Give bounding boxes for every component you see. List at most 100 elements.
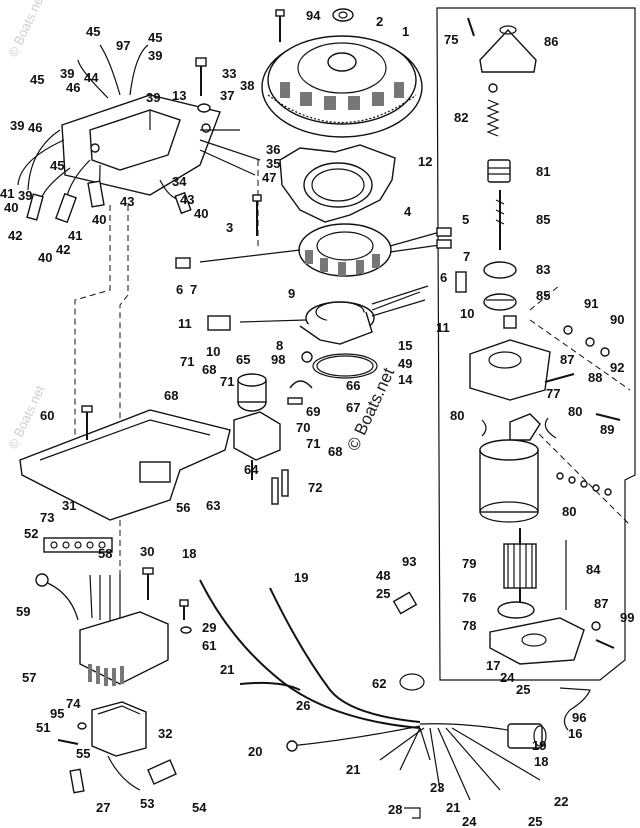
brush-holder-80[interactable] (481, 413, 557, 441)
callout-14: 14 (398, 372, 413, 387)
callout-23: 23 (430, 780, 444, 795)
callout-60: 60 (40, 408, 54, 423)
callout-95: 95 (50, 706, 64, 721)
callout-68a: 68 (328, 444, 342, 459)
stop-83[interactable] (483, 261, 517, 279)
spring-82[interactable] (486, 83, 500, 137)
screw-89[interactable] (595, 413, 621, 421)
armature-79[interactable] (503, 528, 537, 612)
spark-plug-boots[interactable] (26, 180, 192, 224)
wiring-harness[interactable] (199, 579, 541, 801)
callout-68b: 68 (202, 362, 216, 377)
callout-20: 20 (248, 744, 262, 759)
callout-39e: 39 (18, 188, 32, 203)
harness-connector-16[interactable] (507, 723, 547, 749)
callout-25c: 25 (376, 586, 390, 601)
voltage-regulator[interactable] (79, 611, 169, 686)
pinion-81[interactable] (487, 159, 511, 183)
starter-cap[interactable] (479, 25, 537, 73)
fuse-holder-48[interactable] (392, 591, 418, 615)
callout-73: 73 (40, 510, 54, 525)
retaining-ring[interactable] (312, 353, 378, 379)
bolt-99[interactable] (595, 639, 615, 649)
washer-61[interactable] (180, 626, 192, 634)
flywheel[interactable] (261, 35, 423, 138)
callout-74: 74 (66, 696, 81, 711)
clip-62[interactable] (399, 673, 425, 691)
callout-45a: 45 (86, 24, 100, 39)
starter-frame[interactable] (479, 439, 539, 523)
callout-62: 62 (372, 676, 386, 691)
callout-80b: 80 (568, 404, 582, 419)
bolt-60[interactable] (81, 405, 93, 440)
stator-connectors[interactable] (175, 227, 452, 269)
ignition-coil[interactable] (233, 373, 281, 480)
callout-66: 66 (346, 378, 360, 393)
bolt-3[interactable] (252, 194, 262, 236)
callout-18b: 18 (534, 754, 548, 769)
callout-76: 76 (462, 590, 476, 605)
starter-bracket[interactable] (469, 325, 610, 401)
callout-53: 53 (140, 796, 154, 811)
callout-12: 12 (418, 154, 432, 169)
screw-29[interactable] (179, 599, 189, 620)
callout-86: 86 (544, 34, 558, 49)
screw-75[interactable] (467, 17, 475, 37)
callout-11b: 11 (178, 316, 192, 331)
callout-1: 1 (402, 24, 409, 39)
armature-plate[interactable] (279, 144, 396, 223)
callout-29: 29 (202, 620, 216, 635)
callout-52: 52 (24, 526, 38, 541)
bolt-88[interactable] (544, 373, 575, 383)
callout-82: 82 (454, 110, 468, 125)
flywheel-bolt[interactable] (275, 9, 285, 42)
callout-68c: 68 (164, 388, 178, 403)
starter-group-outline (436, 7, 636, 681)
callout-11a: 11 (436, 320, 450, 335)
callout-25a: 25 (528, 814, 542, 828)
clip-28[interactable] (404, 807, 421, 819)
screw-51[interactable] (57, 739, 79, 745)
power-pack[interactable] (61, 94, 221, 196)
callout-94: 94 (306, 8, 321, 23)
callout-17: 17 (486, 658, 500, 673)
nut-98[interactable] (301, 351, 313, 363)
callout-27: 27 (96, 800, 110, 815)
callout-70: 70 (296, 420, 310, 435)
clip-66[interactable] (287, 380, 313, 405)
callout-46a: 46 (66, 80, 80, 95)
callout-45b: 45 (148, 30, 162, 45)
callout-28: 28 (388, 802, 402, 817)
washer-kit-80[interactable] (556, 472, 612, 496)
gear-85[interactable] (483, 293, 517, 329)
terminal-strip[interactable] (43, 537, 113, 553)
shaft-85[interactable] (495, 190, 505, 250)
callout-9: 9 (288, 286, 295, 301)
spark-lead-53[interactable] (107, 755, 177, 791)
callout-41a: 41 (0, 186, 14, 201)
bolt-33[interactable] (195, 57, 207, 96)
callout-30: 30 (140, 544, 154, 559)
coil-32[interactable] (91, 701, 147, 757)
flywheel-nut[interactable] (332, 8, 354, 22)
callout-81: 81 (536, 164, 550, 179)
timer-connector[interactable] (207, 271, 467, 331)
bracket-96[interactable] (559, 687, 591, 731)
callout-96: 96 (572, 710, 586, 725)
callout-71c: 71 (220, 374, 234, 389)
mounting-bracket[interactable] (19, 409, 231, 521)
washer-87[interactable] (591, 621, 601, 631)
stator[interactable] (199, 223, 441, 277)
jumper-wires (35, 573, 121, 622)
timer-base[interactable] (239, 285, 429, 345)
washer-13[interactable] (197, 103, 211, 113)
bolt-30[interactable] (142, 567, 154, 600)
callout-21b: 21 (346, 762, 360, 777)
washer-76[interactable] (497, 601, 535, 619)
callout-72: 72 (308, 480, 322, 495)
callout-91: 91 (584, 296, 598, 311)
end-cap-78[interactable] (489, 617, 585, 665)
terminals-72[interactable] (271, 469, 289, 505)
washer-74[interactable] (77, 722, 87, 730)
boot-27[interactable] (69, 768, 85, 794)
